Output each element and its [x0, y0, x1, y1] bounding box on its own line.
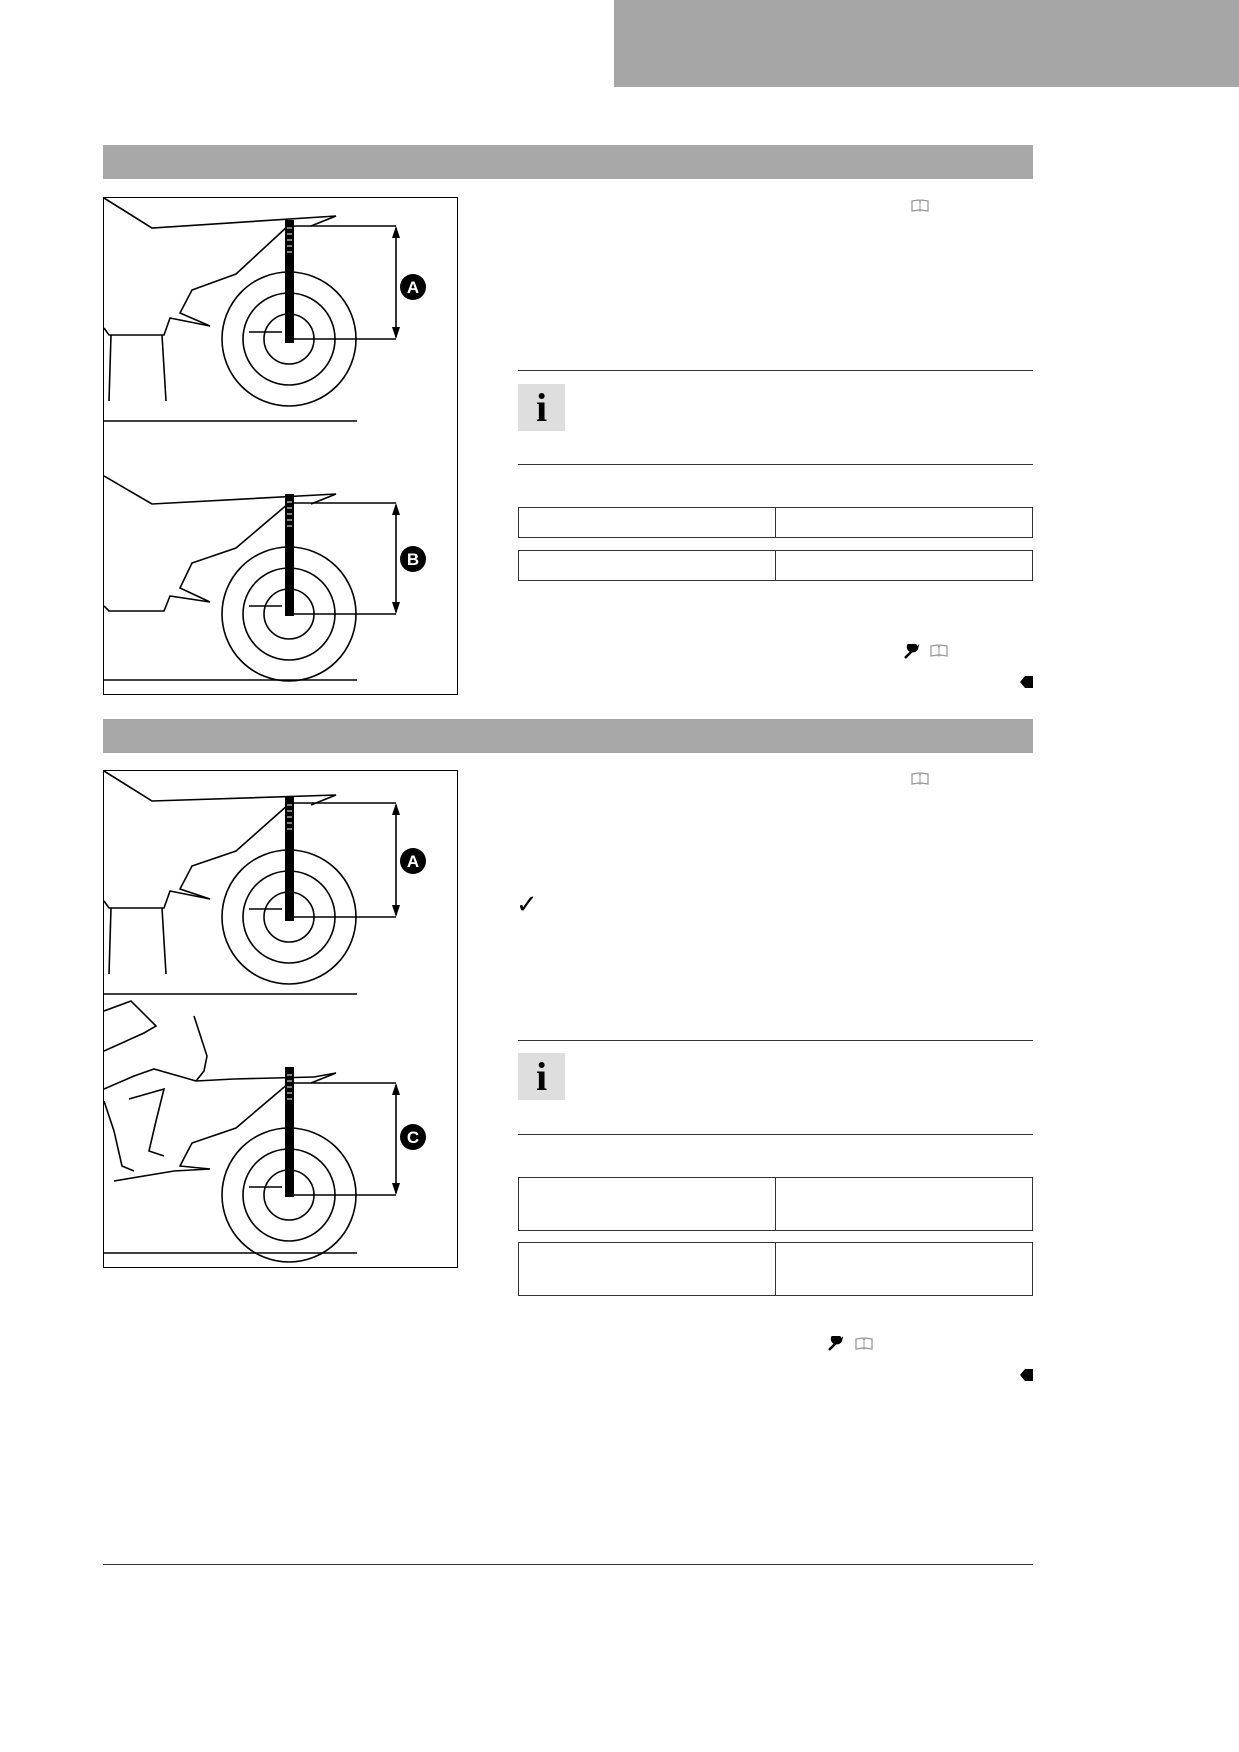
end-marker-icon: [1020, 676, 1033, 692]
spec-table-row: [518, 550, 1033, 581]
figure-sag-measurement: A B: [103, 197, 458, 695]
note-rule-bottom: [518, 464, 1033, 465]
book-icon: [911, 772, 929, 787]
section-heading-bar: [103, 719, 1033, 753]
check-icon: ✓: [516, 890, 538, 920]
wrench-icon: [903, 641, 920, 664]
section-heading-bar: [103, 145, 1033, 179]
header-tab: [614, 0, 1239, 87]
info-icon: i: [518, 384, 565, 431]
footer-rule: [103, 1564, 1033, 1565]
book-icon: [930, 644, 948, 659]
note-rule-top: [518, 370, 1033, 371]
info-icon: i: [518, 1053, 565, 1100]
figure-label-a: A: [407, 852, 419, 871]
note-rule-top: [518, 1040, 1033, 1041]
end-marker-icon: [1020, 1369, 1033, 1385]
figure-label-c: C: [407, 1128, 419, 1147]
spec-table-row: [518, 1177, 1033, 1231]
wrench-icon: [827, 1333, 844, 1356]
spec-table-row: [518, 1242, 1033, 1296]
figure-sag-rider: A C: [103, 770, 458, 1268]
spec-table-row: [518, 507, 1033, 538]
book-icon: [855, 1337, 873, 1352]
note-rule-bottom: [518, 1134, 1033, 1135]
figure-label-a: A: [407, 278, 419, 297]
figure-label-b: B: [407, 550, 419, 569]
book-icon: [911, 199, 929, 214]
